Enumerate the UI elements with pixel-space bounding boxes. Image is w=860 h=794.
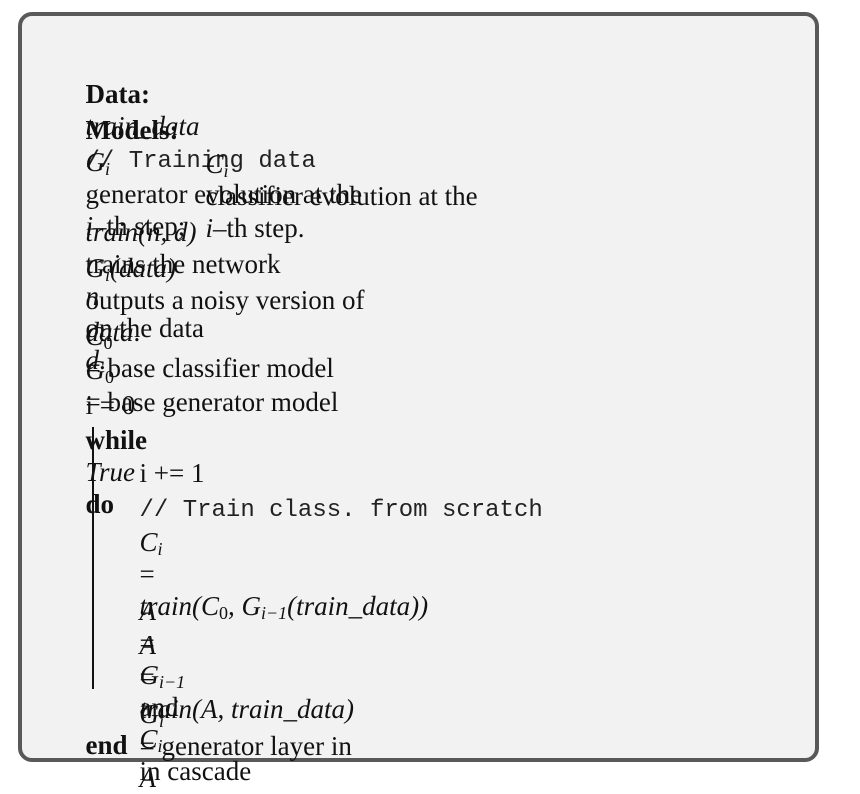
a1-c: C — [139, 724, 158, 754]
desc-train: train(n, d) trains the network n on the … — [72, 184, 281, 376]
loop-a-cascade: A = Gi−1 and Ci in cascade — [126, 563, 252, 787]
desc2-g: G — [85, 253, 106, 283]
desc1-d: d — [85, 345, 100, 375]
data-comment: // Training data — [85, 148, 316, 175]
c-text-b: –th step. — [213, 213, 305, 243]
loop-body-rule — [92, 427, 94, 689]
ci-comma: , G — [228, 591, 262, 621]
train-fn: train — [85, 217, 139, 247]
g-i: i — [85, 211, 94, 241]
g-var: G — [85, 147, 106, 177]
algorithm-box — [18, 12, 819, 762]
c0-sub: 0 — [103, 333, 113, 353]
a1-eq: = — [139, 628, 155, 658]
data-keyword: Data: — [85, 79, 150, 109]
ci-eq: = — [139, 559, 155, 589]
desc-generator: Gi(data) outputs a noisy version of data… — [72, 220, 365, 348]
i0-text: i = 0 — [85, 390, 136, 420]
a2-eq: = — [139, 662, 155, 692]
models-line-2: Ci classifier evolution at the i–th step… — [192, 116, 478, 244]
ci-sub: i — [157, 539, 163, 559]
end-line: end — [72, 697, 128, 761]
desc2-text: outputs a noisy version of — [85, 285, 365, 315]
c-i: i — [205, 213, 214, 243]
ci-c0sub: 0 — [219, 603, 229, 623]
c-text-a: classifier evolution at the — [205, 181, 478, 211]
desc1-text-b: on the data — [85, 313, 204, 343]
desc1-n: n — [85, 281, 100, 311]
c0-text: = base classifier model — [85, 353, 334, 383]
desc1-end: . — [99, 345, 106, 375]
a2-args: (A, train_data) — [192, 694, 355, 724]
init-g0: G0 = base generator model — [72, 322, 339, 418]
desc2-data: data — [85, 317, 134, 347]
gi-a: A — [139, 763, 157, 793]
ci-inner: (train_data)) — [287, 591, 429, 621]
g0-var: G — [85, 355, 106, 385]
a1-gsub: i−1 — [159, 672, 186, 692]
ci-var: C — [139, 527, 158, 557]
a1-g: G — [139, 660, 160, 690]
c-var: C — [205, 149, 224, 179]
data-variable: train_data — [85, 111, 200, 141]
a1-and: and — [139, 692, 179, 722]
ci-gsub: i−1 — [261, 603, 288, 623]
desc2-args: (data) — [110, 253, 176, 283]
loop-ci-assign: Ci = train(C0, Gi−1(train_data)) — [126, 494, 429, 623]
g-sub: i — [105, 159, 111, 179]
data-line: Data: train_data // Training data — [72, 46, 316, 178]
init-c0: C0 = base classifier model — [72, 288, 334, 384]
g0-text: = base generator model — [85, 387, 339, 417]
a1-a: A — [139, 596, 157, 626]
gi-text: = generator layer in — [139, 731, 352, 761]
gi-sub: i — [159, 711, 165, 731]
g0-sub: 0 — [105, 367, 114, 387]
ci-fn: train — [139, 591, 193, 621]
ci-open: (C — [192, 591, 220, 621]
g-text-b: –th step; — [93, 211, 186, 241]
models-keyword: Models: — [85, 115, 179, 145]
models-line-1: Models: Gi generator evolution at the i–… — [72, 82, 363, 242]
inc-text: i += 1 — [139, 458, 205, 488]
do-keyword: do — [85, 489, 115, 519]
a1-csub: i — [157, 736, 163, 756]
end-keyword: end — [85, 730, 128, 760]
desc2-sub: i — [105, 265, 111, 285]
train-args: (n, d) — [138, 217, 197, 247]
comment-text: // Train class. from scratch — [139, 497, 543, 524]
gi-var: G — [139, 699, 160, 729]
desc1-text-a: trains the network — [85, 249, 281, 279]
loop-comment: // Train class. from scratch — [126, 459, 543, 527]
g-text-a: generator evolution at the — [85, 179, 363, 209]
loop-a-train: A = train(A, train_data) — [126, 597, 355, 725]
a1-tail: in cascade — [139, 756, 252, 786]
a2-fn: train — [139, 694, 193, 724]
desc2-end: . — [133, 317, 141, 347]
c0-var: C — [85, 321, 104, 351]
c-sub: i — [223, 161, 229, 181]
while-keyword: while — [85, 425, 148, 455]
a2-a: A — [139, 630, 157, 660]
loop-increment: i += 1 — [126, 425, 205, 489]
loop-gi-assign: Gi = generator layer in A — [126, 666, 352, 794]
init-i: i = 0 — [72, 357, 136, 421]
